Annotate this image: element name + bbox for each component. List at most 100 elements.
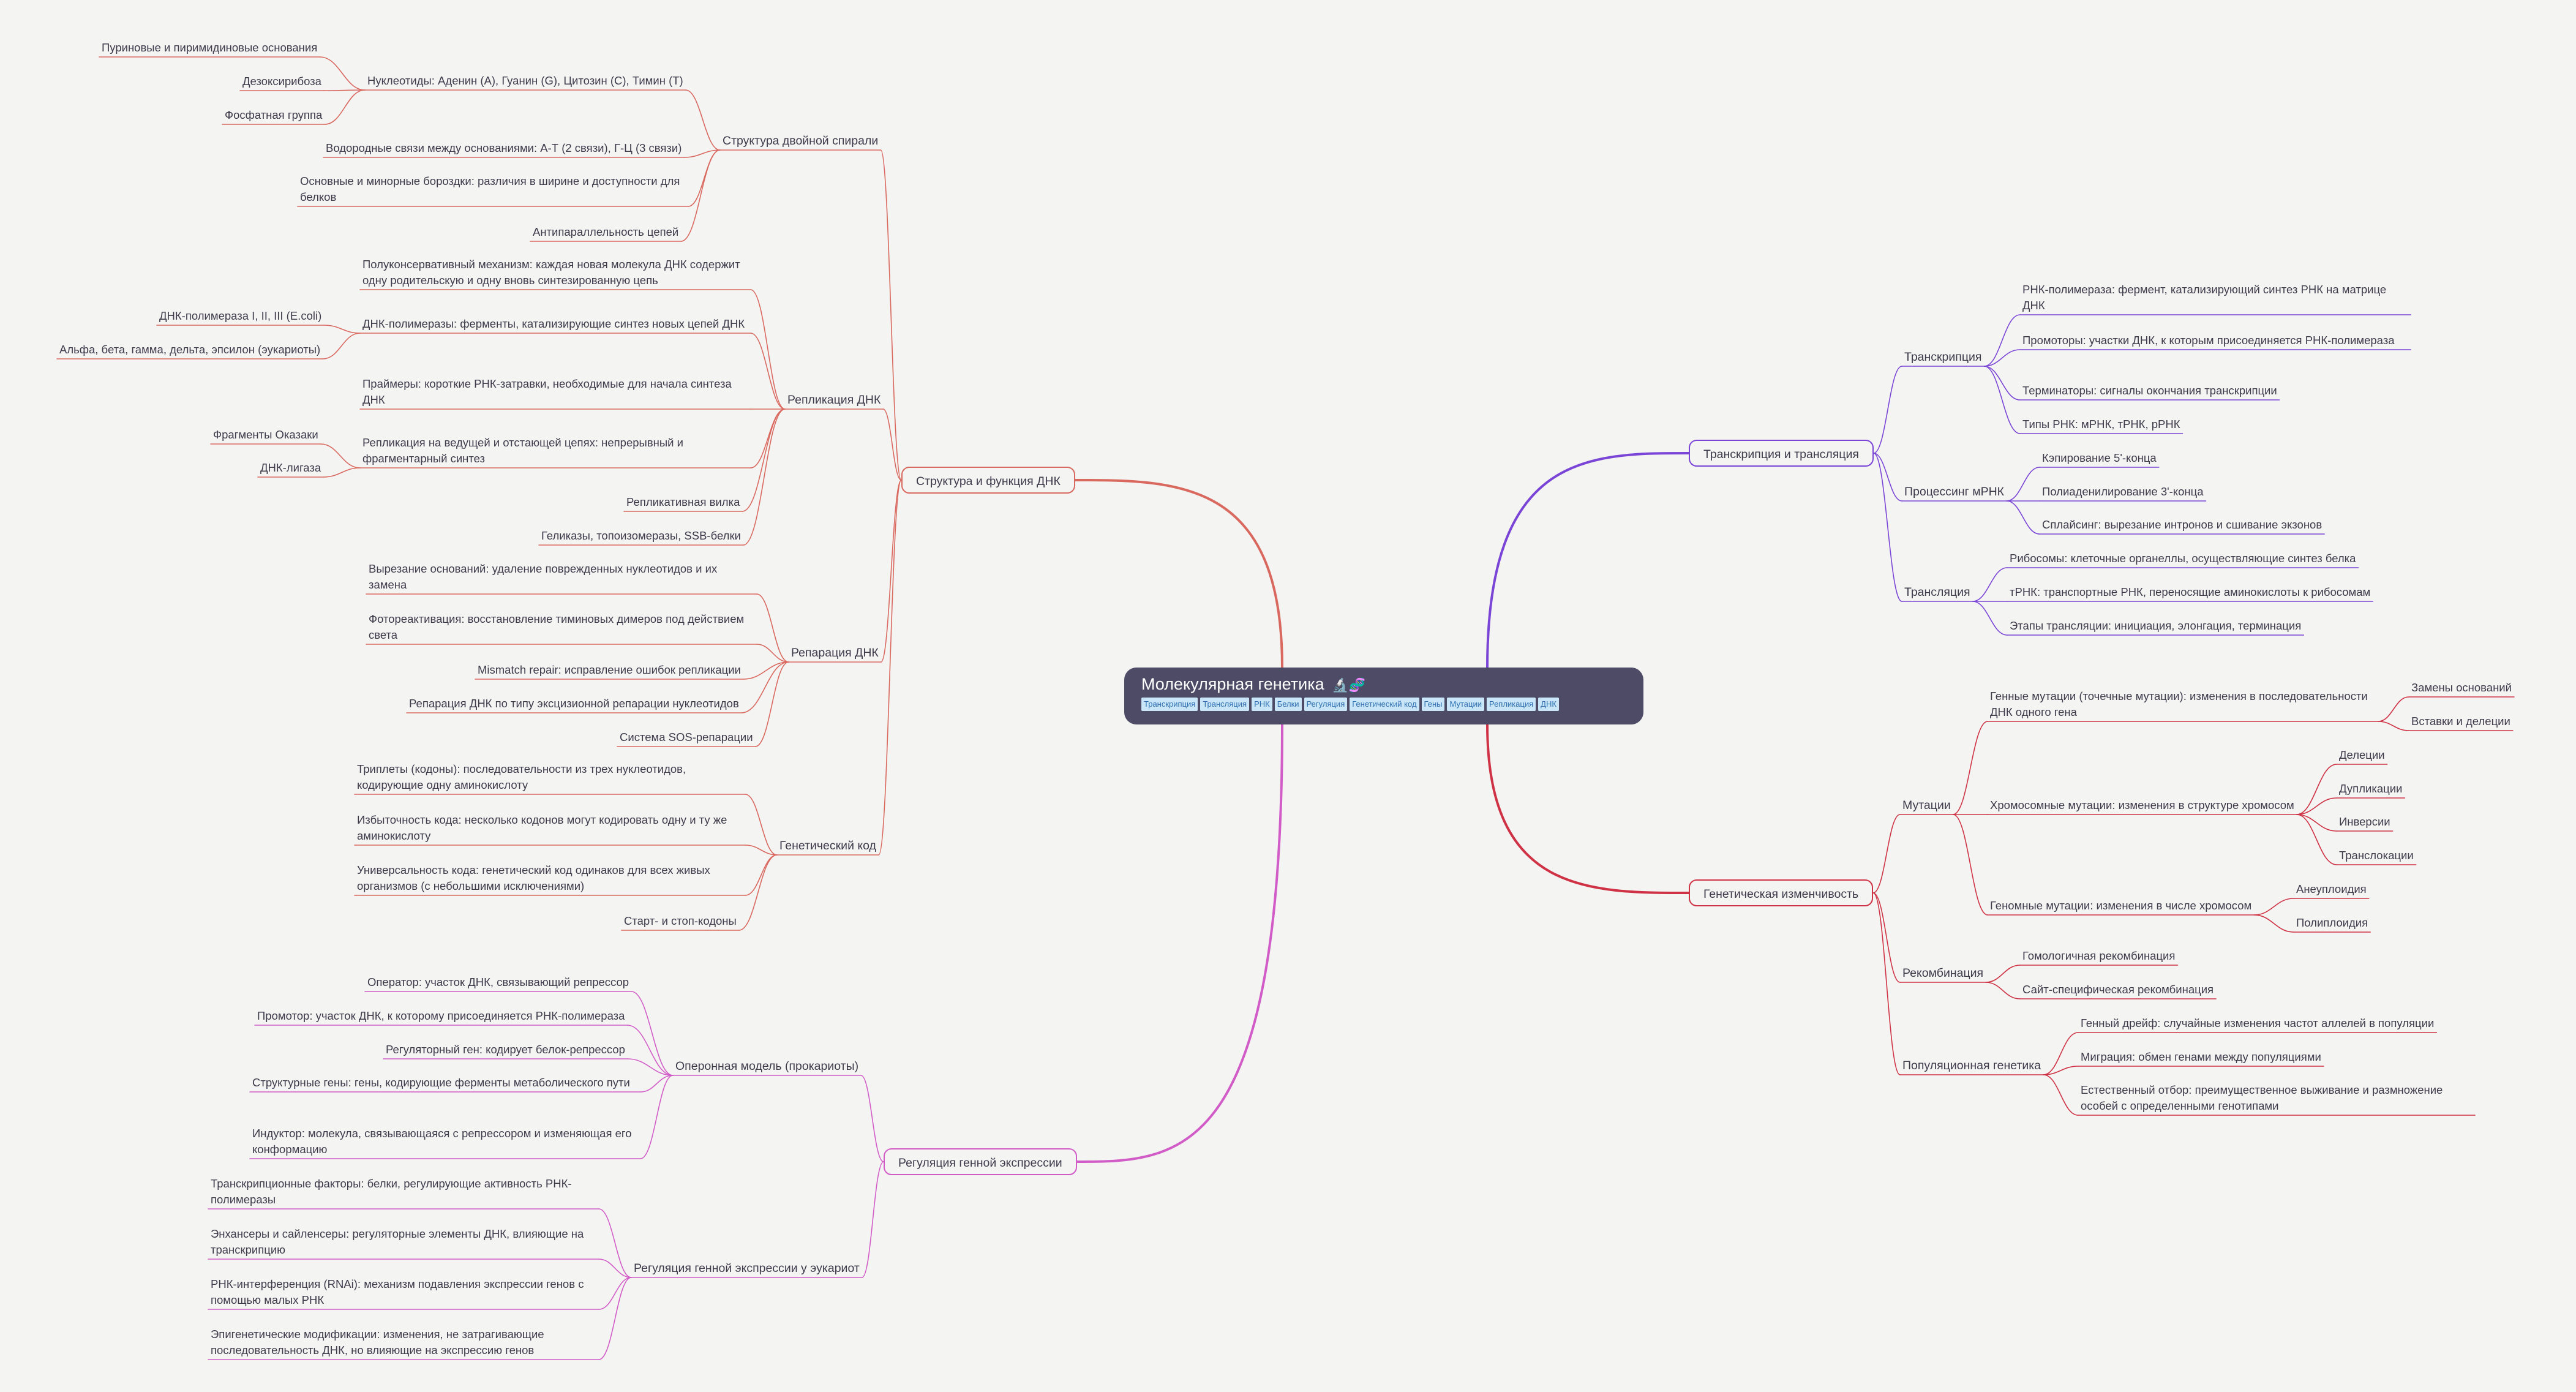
node-epigenetics[interactable]: Эпигенетические модификации: изменения, … — [211, 1328, 544, 1356]
node-site-specific[interactable]: Сайт-специфическая рекомбинация — [2022, 983, 2214, 996]
node-rna-types[interactable]: Типы РНК: мРНК, тРНК, рРНК — [2022, 418, 2180, 431]
node-genetic-code[interactable]: Генетический код — [779, 839, 876, 852]
node-antiparallel[interactable]: Антипараллельность цепей — [533, 225, 679, 238]
node-polyploidy[interactable]: Полиплоидия — [2296, 916, 2368, 929]
node-promoter[interactable]: Промотор: участок ДНК, к которому присое… — [257, 1009, 625, 1022]
branch-dna-structure[interactable]: Структура и функция ДНК — [901, 467, 1075, 494]
node-polyadenylation[interactable]: Полиаденилирование 3'-конца — [2042, 485, 2204, 498]
root-tag[interactable]: Репликация — [1486, 698, 1536, 711]
branch-transcription-translation-link — [1486, 452, 1690, 669]
node-semiconservative[interactable]: Полуконсервативный механизм: каждая нова… — [362, 258, 740, 287]
node-trna[interactable]: тРНК: транспортные РНК, переносящие амин… — [2010, 585, 2371, 598]
node-sos-link — [754, 661, 789, 747]
root-tag[interactable]: Мутации — [1447, 698, 1484, 711]
node-fork[interactable]: Репликативная вилка — [626, 495, 740, 508]
node-promoters[interactable]: Промоторы: участки ДНК, к которым присое… — [2022, 334, 2395, 347]
node-primers[interactable]: Праймеры: короткие РНК-затравки, необход… — [362, 377, 732, 406]
node-transcription-factors[interactable]: Транскрипционные факторы: белки, регулир… — [211, 1177, 572, 1206]
node-insertions-deletions-link — [2378, 721, 2409, 731]
node-capping[interactable]: Кэпирование 5'-конца — [2042, 451, 2157, 464]
node-deletions[interactable]: Делеции — [2339, 748, 2385, 761]
node-regulatory-gene[interactable]: Регуляторный ген: кодирует белок-репресс… — [386, 1043, 625, 1056]
node-phosphate[interactable]: Фосфатная группа — [225, 108, 323, 121]
root-tag[interactable]: Генетический код — [1350, 698, 1419, 711]
node-insertions-deletions[interactable]: Вставки и делеции — [2411, 715, 2510, 728]
node-grooves[interactable]: Основные и минорные бороздки: различия в… — [300, 175, 680, 203]
root-tag[interactable]: Транскрипция — [1141, 698, 1198, 711]
node-triplets[interactable]: Триплеты (кодоны): последовательности из… — [357, 762, 686, 791]
node-phosphate-link — [324, 89, 366, 125]
node-terminators[interactable]: Терминаторы: сигналы окончания транскрип… — [2022, 384, 2277, 397]
node-splicing[interactable]: Сплайсинг: вырезание интронов и сшивание… — [2042, 518, 2323, 531]
node-translation[interactable]: Трансляция — [1904, 585, 1970, 599]
node-double-helix-link — [880, 149, 902, 481]
node-rna-polymerase[interactable]: РНК-полимераза: фермент, катализирующий … — [2022, 283, 2387, 312]
node-duplications[interactable]: Дупликации — [2339, 782, 2403, 795]
node-ner[interactable]: Репарация ДНК по типу эксцизионной репар… — [409, 697, 739, 710]
node-operon[interactable]: Оперонная модель (прокариоты) — [675, 1059, 859, 1073]
node-sos[interactable]: Система SOS-репарации — [620, 731, 753, 743]
node-base-excision[interactable]: Вырезание оснований: удаление поврежденн… — [369, 562, 718, 591]
node-rnai-link — [598, 1277, 632, 1310]
root-tag[interactable]: Белки — [1274, 698, 1302, 711]
node-recombination[interactable]: Рекомбинация — [1902, 966, 1984, 980]
node-repair[interactable]: Репарация ДНК — [791, 646, 879, 660]
node-bases[interactable]: Пуриновые и пиримидиновые основания — [102, 41, 318, 54]
node-inducer[interactable]: Индуктор: молекула, связывающаяся с репр… — [252, 1127, 632, 1156]
node-selection[interactable]: Естественный отбор: преимущественное выж… — [2081, 1083, 2443, 1112]
node-nucleotides[interactable]: Нуклеотиды: Аденин (А), Гуанин (G), Цито… — [367, 74, 683, 87]
root-tag[interactable]: РНК — [1252, 698, 1272, 711]
node-mismatch[interactable]: Mismatch repair: исправление ошибок репл… — [478, 663, 741, 676]
node-transcription[interactable]: Транскрипция — [1904, 350, 1982, 364]
node-pol-eukaryotes[interactable]: Альфа, бета, гамма, дельта, эпсилон (эук… — [59, 343, 321, 356]
node-double-helix[interactable]: Структура двойной спирали — [723, 134, 879, 148]
node-drift[interactable]: Генный дрейф: случайные изменения частот… — [2081, 1017, 2435, 1029]
node-hydrogen-bonds[interactable]: Водородные связи между основаниями: А-Т … — [326, 141, 682, 154]
node-hydrogen-bonds-link — [683, 149, 721, 158]
node-structural-genes[interactable]: Структурные гены: гены, кодирующие ферме… — [252, 1076, 630, 1089]
node-translation-stages[interactable]: Этапы трансляции: инициация, элонгация, … — [2010, 619, 2302, 632]
node-okazaki[interactable]: Фрагменты Оказаки — [213, 428, 318, 441]
node-universality[interactable]: Универсальность кода: генетический код о… — [357, 863, 710, 892]
node-mrna-processing[interactable]: Процессинг мРНК — [1904, 485, 2005, 498]
node-migration-link — [2043, 1066, 2079, 1075]
node-migration[interactable]: Миграция: обмен генами между популяциями — [2081, 1050, 2321, 1063]
node-ribosomes[interactable]: Рибосомы: клеточные органеллы, осуществл… — [2010, 552, 2356, 565]
node-eukaryotic-regulation[interactable]: Регуляция генной экспрессии у эукариот — [634, 1262, 860, 1275]
node-pol-ecoli[interactable]: ДНК-полимераза I, II, III (E.coli) — [159, 309, 322, 322]
node-helicases[interactable]: Геликазы, топоизомеразы, SSB-белки — [541, 529, 741, 542]
node-leading-lagging[interactable]: Репликация на ведущей и отстающей цепях:… — [362, 436, 683, 465]
root-tag[interactable]: Гены — [1421, 698, 1445, 711]
branch-genetic-variation[interactable]: Генетическая изменчивость — [1689, 879, 1874, 906]
node-start-stop[interactable]: Старт- и стоп-кодоны — [624, 914, 737, 927]
root-tag[interactable]: Трансляция — [1200, 698, 1250, 711]
node-photoreactivation[interactable]: Фотореактивация: восстановление тиминовы… — [369, 612, 745, 641]
node-operator[interactable]: Оператор: участок ДНК, связывающий репре… — [367, 976, 629, 988]
root-tag[interactable]: ДНК — [1538, 698, 1559, 711]
node-rnai[interactable]: РНК-интерференция (RNAi): механизм подав… — [211, 1277, 584, 1306]
node-inversions[interactable]: Инверсии — [2339, 815, 2390, 828]
node-ligase[interactable]: ДНК-лигаза — [260, 461, 321, 474]
node-mutations[interactable]: Мутации — [1902, 799, 1951, 812]
node-genomic-mutations[interactable]: Геномные мутации: изменения в числе хром… — [1990, 899, 2252, 912]
root-tag[interactable]: Регуляция — [1304, 698, 1348, 711]
node-deoxyribose[interactable]: Дезоксирибоза — [242, 75, 321, 88]
node-polyploidy-link — [2253, 914, 2294, 933]
node-redundancy[interactable]: Избыточность кода: несколько кодонов мог… — [357, 813, 727, 842]
node-gene-mutations[interactable]: Генные мутации (точечные мутации): измен… — [1990, 690, 2368, 718]
node-aneuploidy[interactable]: Анеуплоидия — [2296, 882, 2367, 895]
node-translocations[interactable]: Транслокации — [2339, 849, 2414, 862]
node-structural-genes-link — [640, 1075, 674, 1093]
node-chromosomal-mutations[interactable]: Хромосомные мутации: изменения в структу… — [1990, 799, 2294, 811]
node-dna-polymerases[interactable]: ДНК-полимеразы: ферменты, катализирующие… — [362, 317, 745, 330]
branch-gene-regulation[interactable]: Регуляция генной экспрессии — [884, 1148, 1077, 1175]
branch-transcription-translation[interactable]: Транскрипция и трансляция — [1689, 440, 1874, 467]
node-substitutions[interactable]: Замены оснований — [2411, 681, 2512, 694]
node-homologous[interactable]: Гомологичная рекомбинация — [2022, 949, 2176, 962]
node-recombination-link — [1872, 892, 1901, 983]
node-replication[interactable]: Репликация ДНК — [787, 393, 881, 407]
node-enhancers[interactable]: Энхансеры и сайленсеры: регуляторные эле… — [211, 1227, 584, 1256]
node-population-genetics[interactable]: Популяционная генетика — [1902, 1059, 2041, 1072]
